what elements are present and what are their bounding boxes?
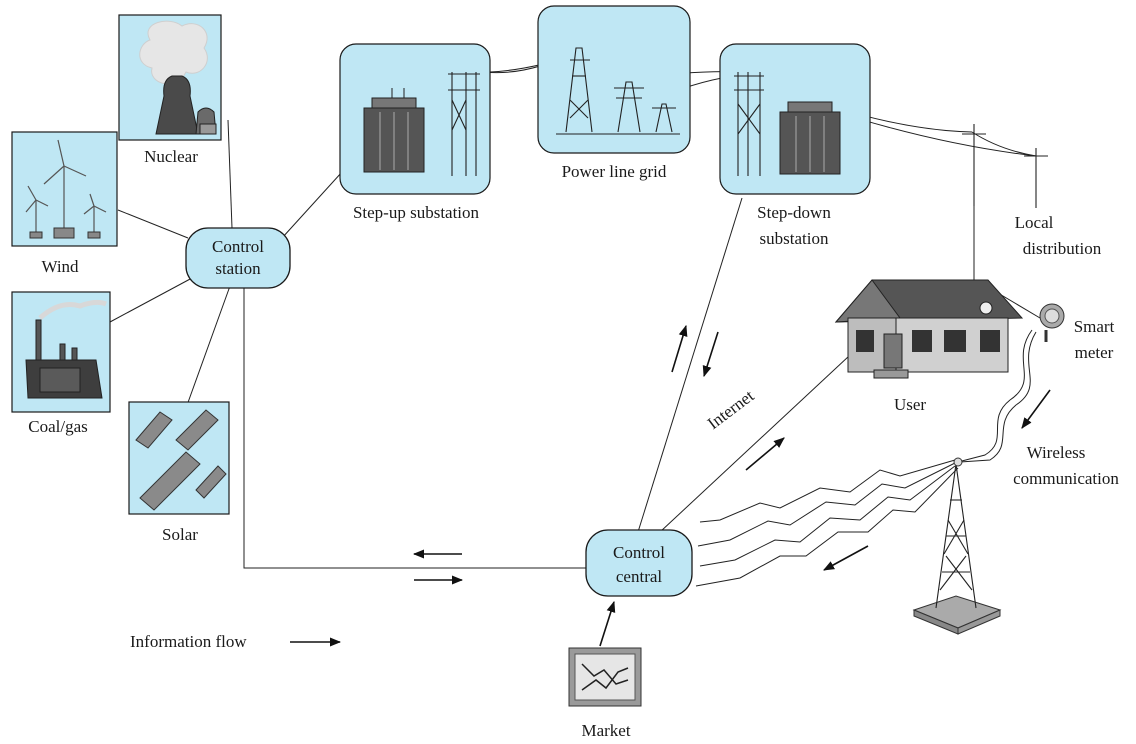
transmission-tower-icon bbox=[556, 47, 680, 135]
power-line-grid-panel bbox=[537, 5, 691, 154]
control-station-node: Control station bbox=[185, 227, 291, 289]
smart-meter-icon bbox=[1039, 303, 1065, 342]
smart-meter-label-line2: meter bbox=[1075, 343, 1114, 362]
step-up-substation-panel bbox=[339, 43, 491, 195]
radio-tower-icon bbox=[912, 457, 1002, 635]
coal-gas-plant-panel bbox=[11, 291, 111, 413]
control-central-label-line2: central bbox=[616, 567, 663, 586]
information-flow-label: Information flow bbox=[130, 632, 247, 651]
wireless-label-line2: communication bbox=[1013, 469, 1119, 488]
smart-meter-label-line1: Smart bbox=[1074, 317, 1115, 336]
solar-farm-panel bbox=[128, 401, 230, 515]
transformer-icon bbox=[779, 101, 841, 175]
user-label: User bbox=[894, 395, 926, 414]
wind-farm-panel bbox=[11, 131, 118, 247]
control-central-node: Control central bbox=[585, 529, 693, 597]
step-down-label-line2: substation bbox=[760, 229, 829, 248]
steam-cloud-icon bbox=[139, 20, 208, 85]
market-icon bbox=[568, 647, 642, 707]
internet-label: Internet bbox=[704, 386, 758, 433]
step-down-substation-panel bbox=[719, 43, 871, 195]
coal-gas-label: Coal/gas bbox=[28, 417, 88, 436]
cooling-tower-icon bbox=[155, 75, 199, 135]
wireless-label-line1: Wireless bbox=[1027, 443, 1086, 462]
solar-label: Solar bbox=[162, 525, 198, 544]
local-distribution-label-line2: distribution bbox=[1023, 239, 1102, 258]
step-up-substation-label: Step-up substation bbox=[353, 203, 480, 222]
nuclear-plant-panel bbox=[118, 14, 222, 141]
wind-label: Wind bbox=[41, 257, 79, 276]
power-line-grid-label: Power line grid bbox=[562, 162, 667, 181]
solar-panel-icon bbox=[135, 409, 227, 511]
control-station-label-line1: Control bbox=[212, 237, 264, 256]
information-flow-arrows bbox=[290, 324, 1051, 647]
step-down-label-line1: Step-down bbox=[757, 203, 831, 222]
control-station-label-line2: station bbox=[215, 259, 261, 278]
smoke-icon bbox=[38, 299, 107, 320]
market-label: Market bbox=[581, 721, 630, 740]
house-icon bbox=[834, 279, 1024, 379]
step-down-tower-icon bbox=[734, 72, 764, 176]
local-distribution-label-line1: Local bbox=[1015, 213, 1054, 232]
distribution-pole-icon bbox=[962, 124, 1048, 208]
step-up-tower-icon bbox=[448, 72, 480, 176]
control-central-label-line1: Control bbox=[613, 543, 665, 562]
nuclear-label: Nuclear bbox=[144, 147, 198, 166]
wind-turbine-icon bbox=[25, 139, 107, 238]
transformer-icon bbox=[363, 88, 425, 173]
